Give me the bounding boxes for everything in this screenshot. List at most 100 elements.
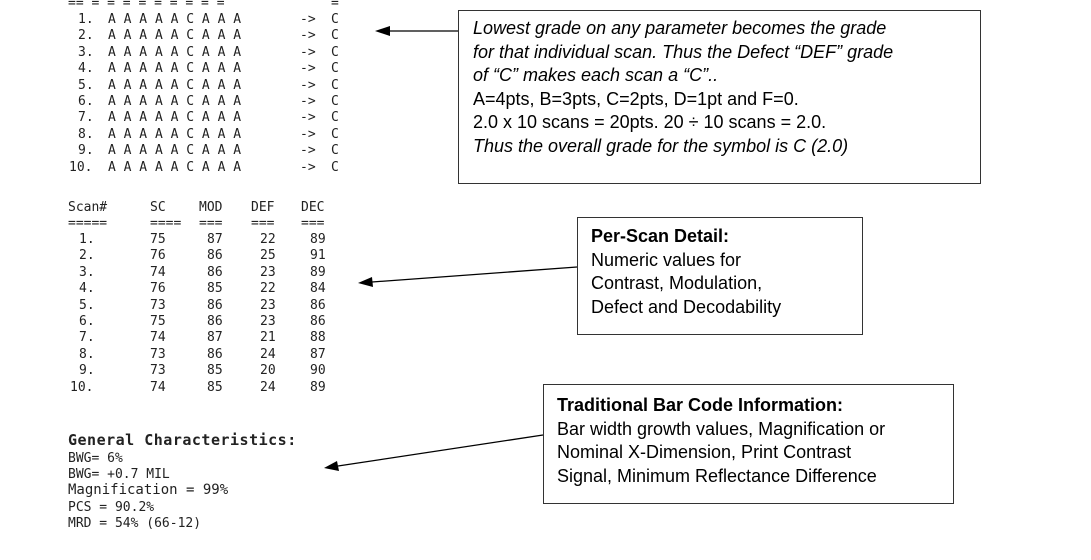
scan-detail-arrow [358,266,578,287]
sc-value: 74 [150,264,166,280]
general-characteristics-title: General Characteristics: [68,431,297,449]
dec-value: 89 [310,264,326,280]
barcode-info-arrow [324,434,544,471]
separator: ==== [150,216,182,231]
mod-value: 86 [207,264,223,280]
grade-explanation-line: A=4pts, B=3pts, C=2pts, D=1pt and F=0. [473,88,799,109]
def-value: 24 [260,379,276,395]
grade-row-result: C [331,44,339,60]
scan-number: 8. [79,346,95,362]
grade-row-parameters: A A A A A C A A A [108,94,242,109]
scan-number: 4. [79,281,95,297]
grade-row-result: C [331,61,339,77]
grade-explanation-line: of “C” makes each scan a “C”.. [473,65,719,85]
sc-value: 75 [150,314,166,329]
grade-row-result: C [331,77,339,93]
dec-value: 84 [310,281,326,297]
mod-value: 87 [207,330,223,346]
grade-row-arrow: -> [300,44,316,60]
bwg-mil: BWG= +0.7 MIL [68,467,170,482]
scan-number: 10. [70,379,94,395]
def-value: 21 [260,330,276,346]
grade-row-arrow: -> [300,143,316,159]
def-value: 23 [260,314,276,329]
grade-header-separator-right: = [331,0,339,11]
sc-value: 75 [150,232,166,247]
grade-row-parameters: A A A A A C A A A [108,44,242,60]
def-value: 23 [260,264,276,280]
dec-value: 91 [310,248,326,264]
grade-row-number: 7. [78,110,94,126]
grade-row-result: C [331,159,339,175]
grade-explanation-line: Thus the overall grade for the symbol is… [473,135,849,156]
mod-value: 86 [207,346,223,362]
grade-row-arrow: -> [300,94,316,109]
mod-value: 87 [207,232,223,247]
grade-row-parameters: A A A A A C A A A [108,12,242,27]
barcode-info-line: Nominal X-Dimension, Print Contrast [557,442,852,462]
column-header-def: DEF [251,200,275,215]
mrd: MRD = 54% (66-12) [68,516,202,531]
grade-row-result: C [331,110,339,126]
grade-explanation-line: Lowest grade on any parameter becomes th… [473,18,887,38]
def-value: 22 [260,232,276,247]
grade-row-number: 6. [78,94,94,109]
grade-row-parameters: A A A A A C A A A [108,110,242,126]
grade-arrow [375,26,458,36]
pcs: PCS = 90.2% [68,500,155,515]
grade-row-number: 10. [69,159,93,175]
separator: === [301,216,325,231]
column-header-mod: MOD [199,200,223,215]
column-header-dec: DEC [301,200,325,215]
dec-value: 88 [310,330,326,346]
column-header-sc: SC [150,200,166,215]
scan-number: 6. [79,314,95,329]
scan-number: 1. [79,232,95,247]
def-value: 25 [260,248,276,264]
dec-value: 86 [310,314,326,329]
grade-row-result: C [331,143,339,159]
separator: === [251,216,275,231]
sc-value: 76 [150,281,166,297]
scan-number: 5. [79,297,95,313]
grade-row-number: 8. [78,126,94,142]
dec-value: 87 [310,346,326,362]
barcode-info-line: Bar width growth values, Magnification o… [557,418,886,439]
sc-value: 76 [150,248,166,264]
per-scan-detail-line: Defect and Decodability [591,296,782,317]
grade-row-parameters: A A A A A C A A A [108,126,242,142]
mod-value: 86 [207,248,223,264]
grade-row-number: 4. [78,61,94,77]
scan-number: 9. [79,363,95,379]
grade-row-result: C [331,28,339,44]
grade-row-result: C [331,126,339,142]
sc-value: 74 [150,379,166,395]
per-scan-detail-line: Numeric values for [591,249,742,270]
dec-value: 89 [310,379,326,395]
def-value: 20 [260,363,276,379]
def-value: 22 [260,281,276,297]
separator: ===== [68,216,108,231]
grade-explanation-line: for that individual scan. Thus the Defec… [473,41,894,62]
grade-row-result: C [331,94,339,109]
barcode-info-callout: Traditional Bar Code Information: Bar wi… [543,384,954,504]
grade-row-arrow: -> [300,77,316,93]
grade-row-arrow: -> [300,159,316,175]
magnification: Magnification = 99% [68,482,229,498]
grade-header-separator: == = = = = = = = = = [68,0,225,11]
grade-row-arrow: -> [300,28,316,44]
grade-row-arrow: -> [300,61,316,77]
grade-explanation-callout: Lowest grade on any parameter becomes th… [458,10,981,184]
grade-row-number: 1. [78,12,94,27]
grade-row-parameters: A A A A A C A A A [108,61,242,77]
scan-number: 3. [79,264,95,280]
mod-value: 85 [207,379,223,395]
bwg-percent: BWG= 6% [68,451,123,466]
grade-row-arrow: -> [300,12,316,27]
grade-row-arrow: -> [300,110,316,126]
dec-value: 89 [310,232,326,247]
mod-value: 85 [207,363,223,379]
dec-value: 86 [310,297,326,313]
grade-row-number: 2. [78,28,94,44]
